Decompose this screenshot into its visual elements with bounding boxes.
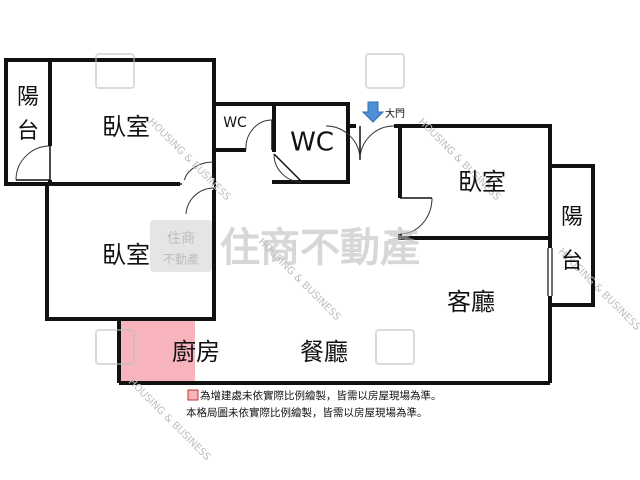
room-label-balcony-left-line-1: 陽 [17,85,39,110]
entrance-arrow-icon [361,101,385,123]
watermark-logo-line-1: 住商 [167,231,195,247]
notes: 為增建處未依實際比例繪製，皆需以房屋現場為準。 本格局圖未依實際比例繪製，皆需以… [186,389,442,419]
watermark-text: HOUSING & BUSINESS [146,116,233,203]
walls [4,58,595,385]
room-label-bedroom-bottom-left: 臥室 [102,241,150,269]
watermark-stamps [95,53,415,365]
room-label-living-room: 客廳 [447,288,495,316]
extension-legend-swatch [187,389,199,401]
room-label-wc-small: WC [223,115,247,131]
room-label-wc-large: WC [290,128,334,158]
watermark-logo-line-2: 不動產 [163,252,199,267]
room-label-dining-room: 餐廳 [300,338,348,366]
room-label-balcony-left-line-2: 台 [17,119,39,144]
note-layout: 本格局圖未依實際比例繪製，皆需以房屋現場為準。 [186,406,428,419]
brand-watermark: 住商 不動產 住商不動產 [150,220,420,272]
entrance-label: 大門 [385,107,405,120]
room-labels: 陽 台 臥室 WC WC 臥室 臥室 陽 台 客廳 廚房 餐廳 [17,85,583,366]
room-label-bedroom-top-left: 臥室 [102,113,150,141]
room-label-kitchen: 廚房 [172,338,220,366]
doors [15,119,554,296]
room-label-balcony-right-line-1: 陽 [561,205,583,230]
entrance-marker: 大門 [361,101,405,123]
watermark-brand: 住商不動產 [220,225,420,271]
note-extension: 為增建處未依實際比例繪製，皆需以房屋現場為準。 [200,389,442,402]
room-label-balcony-right-line-2: 台 [561,249,583,274]
room-label-bedroom-right: 臥室 [458,168,506,196]
